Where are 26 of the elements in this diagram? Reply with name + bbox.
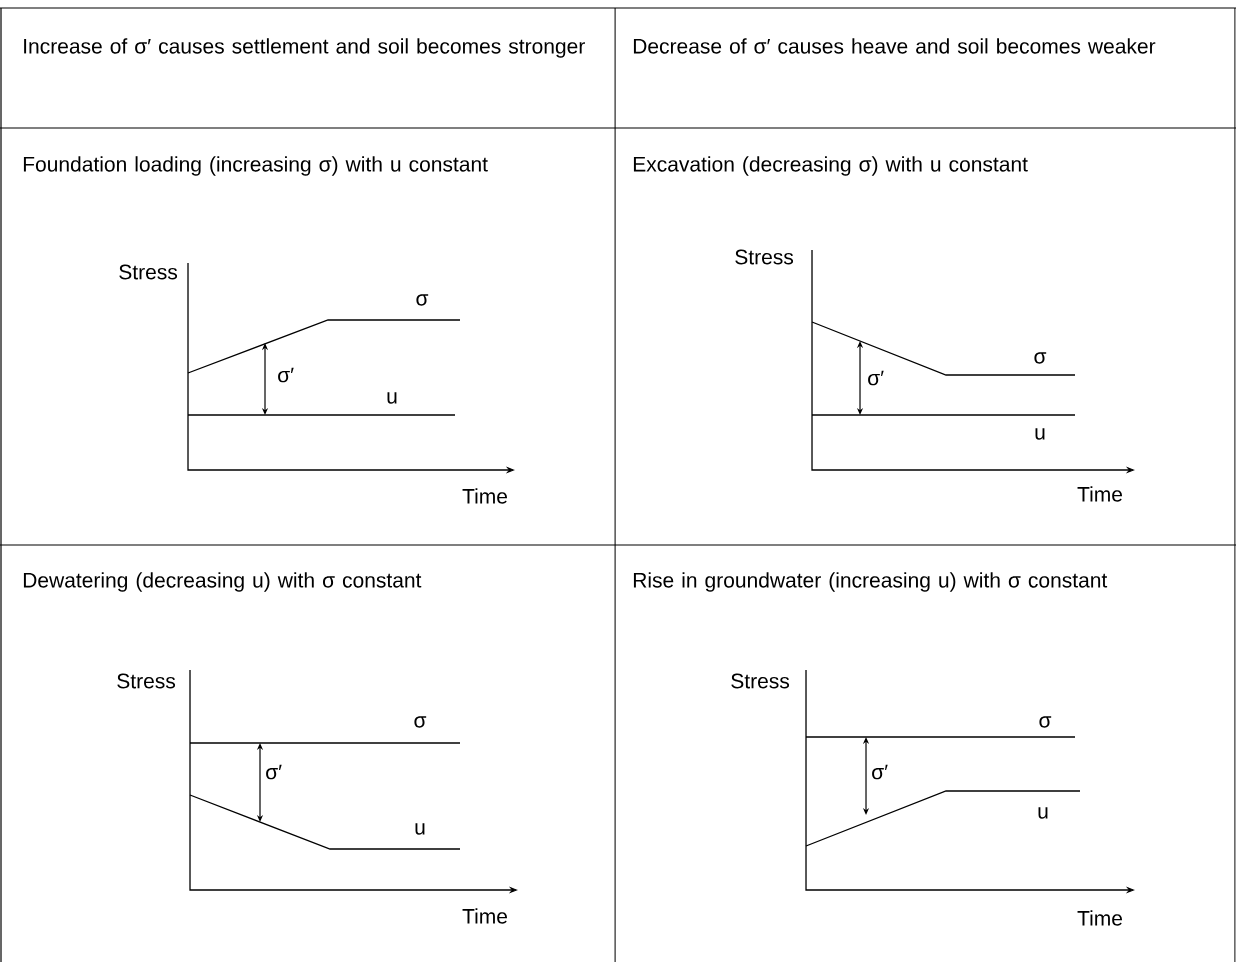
axis-label: Stress [735, 249, 794, 265]
curve-label: σ [1039, 716, 1052, 728]
curve-label: u [1035, 428, 1045, 440]
curve-label: u [415, 823, 425, 835]
curve-label: σ′ [868, 370, 884, 386]
curve-label: σ′ [278, 367, 294, 383]
heading-text: Increase of σ′ causes settlement and soil becomes stronger [24, 38, 585, 58]
axis-label: Time [1077, 910, 1122, 926]
case-description: Excavation (decreasing σ) with u constant [633, 156, 1028, 176]
axis-label: Time [462, 908, 507, 924]
axis-label: Time [462, 488, 507, 504]
curve-label: σ′ [266, 764, 282, 780]
curve-label: u [1038, 807, 1048, 819]
heading-text: Decrease of σ′ causes heave and soil becomes weaker [633, 38, 1156, 54]
axis-label: Stress [731, 673, 790, 689]
curve-label: σ [416, 294, 429, 306]
case-description: Rise in groundwater (increasing u) with σ constant [633, 572, 1108, 592]
curve-label: σ′ [872, 764, 888, 780]
axis-label: Stress [119, 264, 178, 280]
axis-label: Time [1077, 486, 1122, 502]
case-description: Dewatering (decreasing u) with σ constant [23, 572, 422, 592]
curve-label: σ [1034, 352, 1047, 364]
axis-label: Stress [117, 673, 176, 689]
case-description: Foundation loading (increasing σ) with u constant [23, 156, 488, 176]
curve-label: u [387, 392, 397, 404]
curve-label: σ [414, 716, 427, 728]
